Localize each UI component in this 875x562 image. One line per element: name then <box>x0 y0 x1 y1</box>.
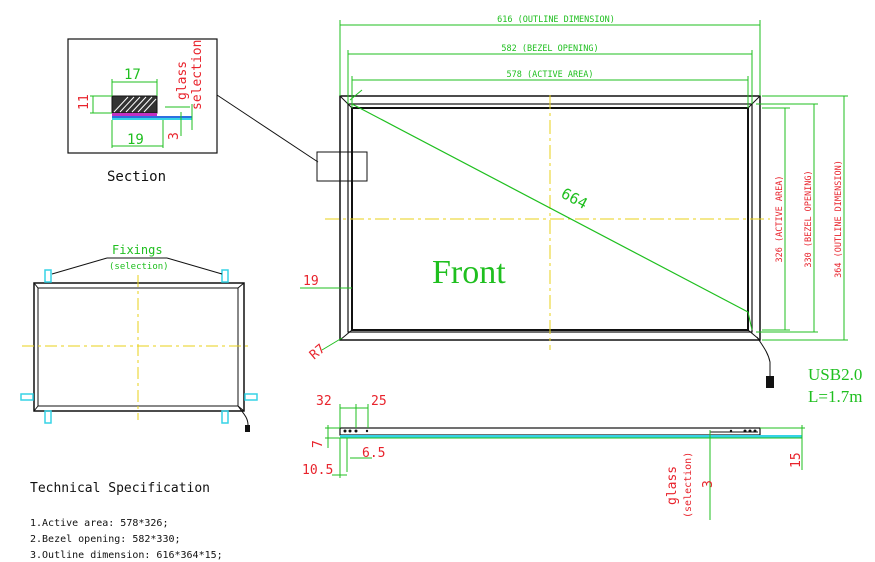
active-width-label: 578 (ACTIVE AREA) <box>507 70 594 80</box>
spec-title: Technical Specification <box>30 481 210 496</box>
fixings-outline <box>33 282 245 412</box>
front-label: Front <box>432 254 506 291</box>
side-dim-25: 25 <box>371 394 387 409</box>
usb-plug <box>766 376 774 388</box>
diagonal-line <box>351 103 749 313</box>
section-title: Section <box>107 169 166 185</box>
section-glass-cyan <box>112 118 192 120</box>
usb-label-line2: L=1.7m <box>808 387 862 406</box>
section-dim-3: 3 <box>167 132 182 140</box>
section-callout-line <box>216 94 319 163</box>
side-glass-label-1: glass <box>665 466 680 505</box>
front-right-dimensions <box>756 95 848 341</box>
section-dim-17: 17 <box>124 67 141 83</box>
spec-item: 2.Bezel opening: 582*330; <box>30 534 181 545</box>
front-top-dimensions <box>339 20 761 108</box>
side-dim-15: 15 <box>789 452 804 468</box>
usb-cable <box>756 336 771 376</box>
section-dim-19: 19 <box>127 132 144 148</box>
diagonal-label: 664 <box>558 184 590 213</box>
spec-item: 3.Outline dimension: 616*364*15; <box>30 550 223 561</box>
fixing-clips <box>20 269 258 424</box>
spec-item: 1.Active area: 578*326; <box>30 518 168 529</box>
side-dim-32: 32 <box>316 394 332 409</box>
active-height-label: 326 (ACTIVE AREA) <box>775 176 785 263</box>
section-glass-label-2: selection <box>190 40 205 110</box>
fixings-view: Fixings (selection) <box>20 243 258 432</box>
bezel-height-label: 330 (BEZEL OPENING) <box>804 170 814 267</box>
section-detail: 17 11 19 3 glass selection Section <box>67 38 218 185</box>
section-dim-11: 11 <box>77 94 92 110</box>
side-glass-label-2: (selection) <box>683 452 694 518</box>
side-dim-7: 7 <box>311 440 326 448</box>
side-view: 32 25 7 6.5 10.5 15 3 glass (selection) <box>302 394 805 520</box>
side-dim-6-5: 6.5 <box>362 446 385 461</box>
radius-label: R7 <box>307 342 329 364</box>
fixings-label: Fixings <box>112 243 163 257</box>
side-dim-3: 3 <box>701 480 716 488</box>
front-view <box>325 89 774 388</box>
section-glass-blue <box>112 116 192 118</box>
section-callout-box <box>316 151 368 182</box>
side-glass <box>340 435 802 438</box>
fixings-sublabel: (selection) <box>109 262 169 272</box>
usb-label-line1: USB2.0 <box>808 365 862 384</box>
bezel-width-label: 582 (BEZEL OPENING) <box>501 44 598 54</box>
outline-height-label: 364 (OUTLINE DIMENSION) <box>834 160 844 278</box>
edge-19-label: 19 <box>303 274 319 289</box>
technical-spec: Technical Specification 1.Active area: 5… <box>30 481 223 561</box>
section-frame <box>67 38 218 154</box>
side-dim-10-5: 10.5 <box>302 463 333 478</box>
section-glass-label-1: glass <box>175 61 190 100</box>
section-glass-layer <box>112 113 157 116</box>
side-body <box>339 427 761 436</box>
outline-width-label: 616 (OUTLINE DIMENSION) <box>497 15 615 25</box>
